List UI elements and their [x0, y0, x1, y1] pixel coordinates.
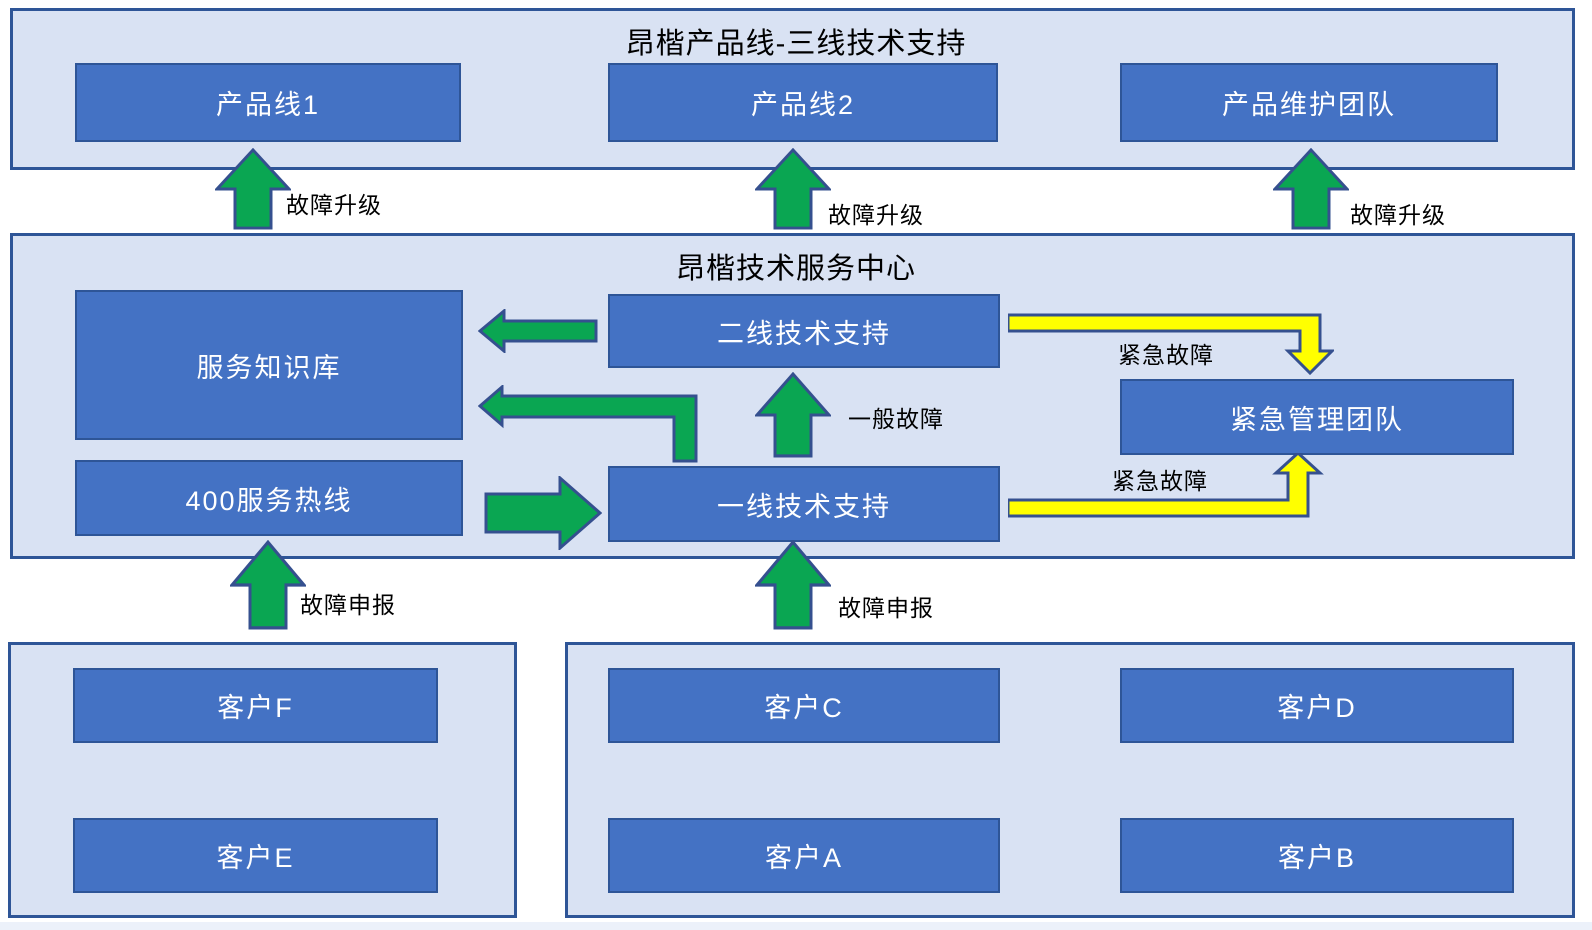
- node-first-line-support-label: 一线技术支持: [717, 491, 891, 522]
- section-service-center-title: 昂楷技术服务中心: [675, 253, 916, 285]
- label-emergency-fault-bottom: 紧急故障: [1112, 468, 1208, 494]
- node-customer-e: 客户E: [73, 818, 438, 893]
- node-customer-f: 客户F: [73, 668, 438, 743]
- arrow-left-secondline-to-kb-icon: [478, 309, 598, 353]
- label-emergency-fault-top: 紧急故障: [1118, 342, 1214, 368]
- node-customer-a-label: 客户A: [764, 843, 843, 873]
- node-maintenance-team: 产品维护团队: [1120, 63, 1498, 142]
- node-product-line-2-label: 产品线2: [750, 90, 856, 120]
- node-customer-c: 客户C: [608, 668, 1000, 743]
- arrow-up-escalation-3-icon: [1273, 148, 1349, 230]
- node-knowledge-base-label: 服务知识库: [196, 352, 342, 383]
- node-customer-d-label: 客户D: [1277, 693, 1357, 723]
- label-general-fault: 一般故障: [848, 406, 944, 432]
- label-escalation-1: 故障升级: [286, 192, 382, 218]
- node-product-line-1: 产品线1: [75, 63, 461, 142]
- arrow-elbow-firstline-to-kb-icon: [478, 385, 698, 463]
- label-escalation-3: 故障升级: [1350, 202, 1446, 228]
- arrow-up-escalation-1-icon: [215, 148, 291, 230]
- node-product-line-1-label: 产品线1: [215, 90, 321, 120]
- node-emergency-team-label: 紧急管理团队: [1230, 404, 1404, 435]
- label-escalation-2: 故障升级: [828, 202, 924, 228]
- node-customer-a: 客户A: [608, 818, 1000, 893]
- label-report-left: 故障申报: [300, 592, 396, 618]
- node-customer-f-label: 客户F: [217, 693, 294, 723]
- bottom-strip: [0, 922, 1592, 930]
- arrow-up-report-center-icon: [755, 540, 831, 630]
- node-400-hotline: 400服务热线: [75, 460, 463, 536]
- section-product-lines-title: 昂楷产品线-三线技术支持: [625, 28, 967, 60]
- arrow-right-hotline-to-firstline-icon: [484, 476, 602, 550]
- node-customer-e-label: 客户E: [216, 843, 295, 873]
- node-customer-c-label: 客户C: [764, 693, 844, 723]
- node-customer-b: 客户B: [1120, 818, 1514, 893]
- node-customer-d: 客户D: [1120, 668, 1514, 743]
- node-second-line-support: 二线技术支持: [608, 294, 1000, 368]
- arrow-yellow-secondline-to-emergency-icon: [1008, 313, 1334, 375]
- node-knowledge-base: 服务知识库: [75, 290, 463, 440]
- arrow-up-general-fault-icon: [755, 372, 831, 458]
- arrow-yellow-firstline-to-emergency-icon: [1008, 453, 1324, 518]
- node-400-hotline-label: 400服务热线: [185, 485, 353, 516]
- arrow-up-report-left-icon: [230, 540, 306, 630]
- node-product-line-2: 产品线2: [608, 63, 998, 142]
- label-report-center: 故障申报: [838, 595, 934, 621]
- node-maintenance-team-label: 产品维护团队: [1222, 90, 1396, 120]
- node-first-line-support: 一线技术支持: [608, 466, 1000, 542]
- node-emergency-team: 紧急管理团队: [1120, 379, 1514, 455]
- arrow-up-escalation-2-icon: [755, 148, 831, 230]
- node-customer-b-label: 客户B: [1277, 843, 1356, 873]
- node-second-line-support-label: 二线技术支持: [717, 318, 891, 349]
